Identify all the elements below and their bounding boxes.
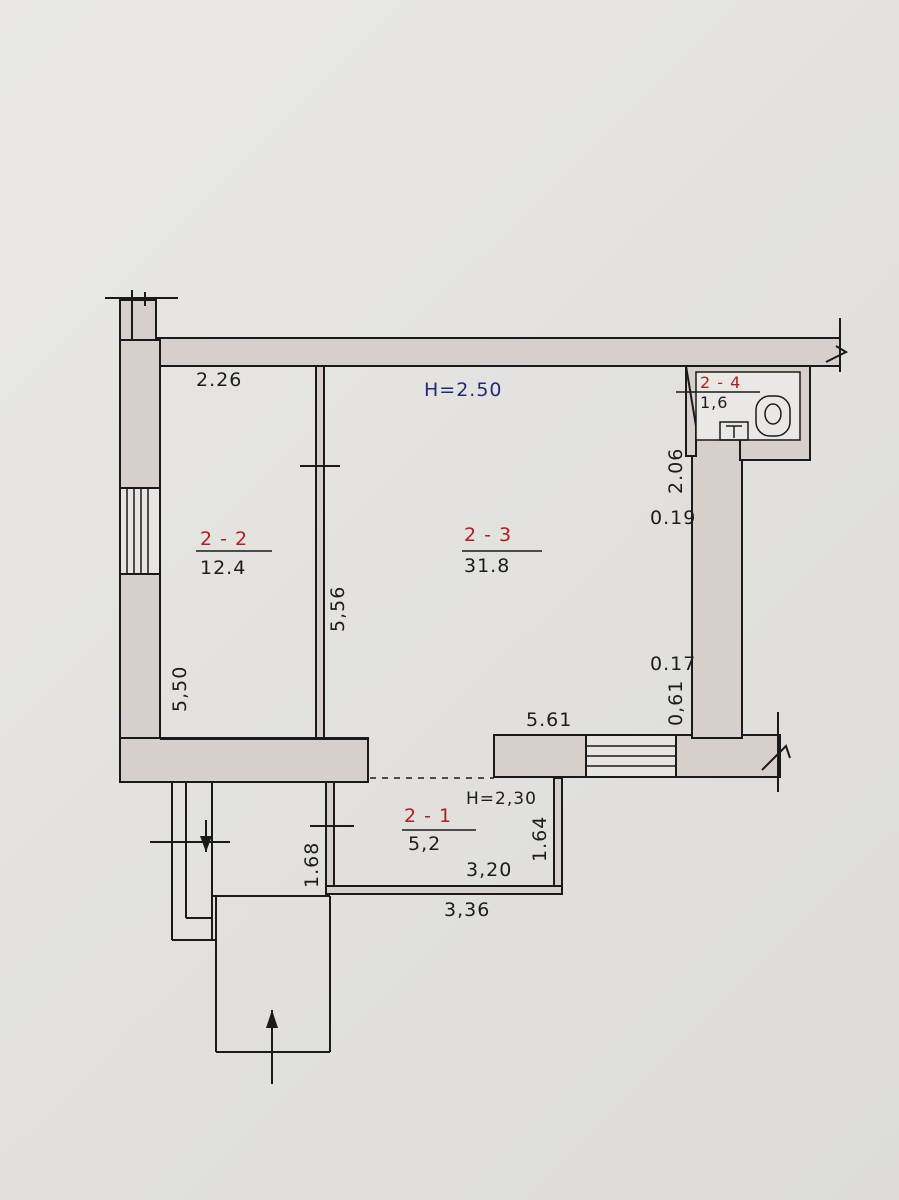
- partition-wall: [300, 365, 340, 739]
- dim-wall-offset-top: 0.19: [650, 507, 696, 529]
- dim-left-height: 5,50: [169, 666, 191, 712]
- room-2-1-number: 2 - 1: [404, 805, 452, 827]
- dim-top-left-width: 2.26: [196, 369, 242, 391]
- room-outlines: [159, 365, 686, 738]
- dim-partition-height: 5,56: [327, 586, 349, 632]
- room-2-4-number: 2 - 4: [700, 373, 741, 392]
- dim-vestibule-height-left: 1.68: [301, 842, 323, 888]
- dim-vestibule-height-right: 1.64: [529, 816, 551, 862]
- dim-bath-wall-height: 2.06: [665, 448, 687, 494]
- ceiling-height-vestibule: H=2,30: [466, 789, 537, 809]
- bottom-wall-left: [119, 737, 369, 783]
- dim-lower-segment: 0,61: [665, 680, 687, 726]
- dim-vestibule-outer-width: 3,36: [444, 899, 490, 921]
- room-2-2-area: 12.4: [200, 557, 246, 579]
- room-2-2-number: 2 - 2: [200, 528, 248, 550]
- room-2-1-area: 5,2: [408, 833, 441, 855]
- entrance-arrow-icon: [266, 1010, 278, 1084]
- room-2-3-area: 31.8: [464, 555, 510, 577]
- dim-wall-offset-bottom: 0.17: [650, 653, 696, 675]
- bathroom-block: [676, 365, 811, 461]
- top-wall: [105, 290, 849, 372]
- ceiling-height-main: H=2.50: [424, 379, 503, 401]
- room-2-4-area: 1,6: [700, 393, 728, 412]
- dim-vestibule-inner-width: 3,20: [466, 859, 512, 881]
- left-wall: [119, 339, 161, 783]
- entrance-corridor: [150, 782, 331, 1053]
- bottom-wall-right: [493, 712, 791, 792]
- entrance-arrow-upper-icon: [200, 820, 212, 852]
- toilet-icon: [719, 421, 749, 441]
- sink-icon: [755, 395, 791, 437]
- vestibule-walls: [310, 777, 563, 895]
- room-2-3-number: 2 - 3: [464, 524, 512, 546]
- right-wall: [685, 365, 743, 739]
- dim-main-width: 5.61: [526, 709, 572, 731]
